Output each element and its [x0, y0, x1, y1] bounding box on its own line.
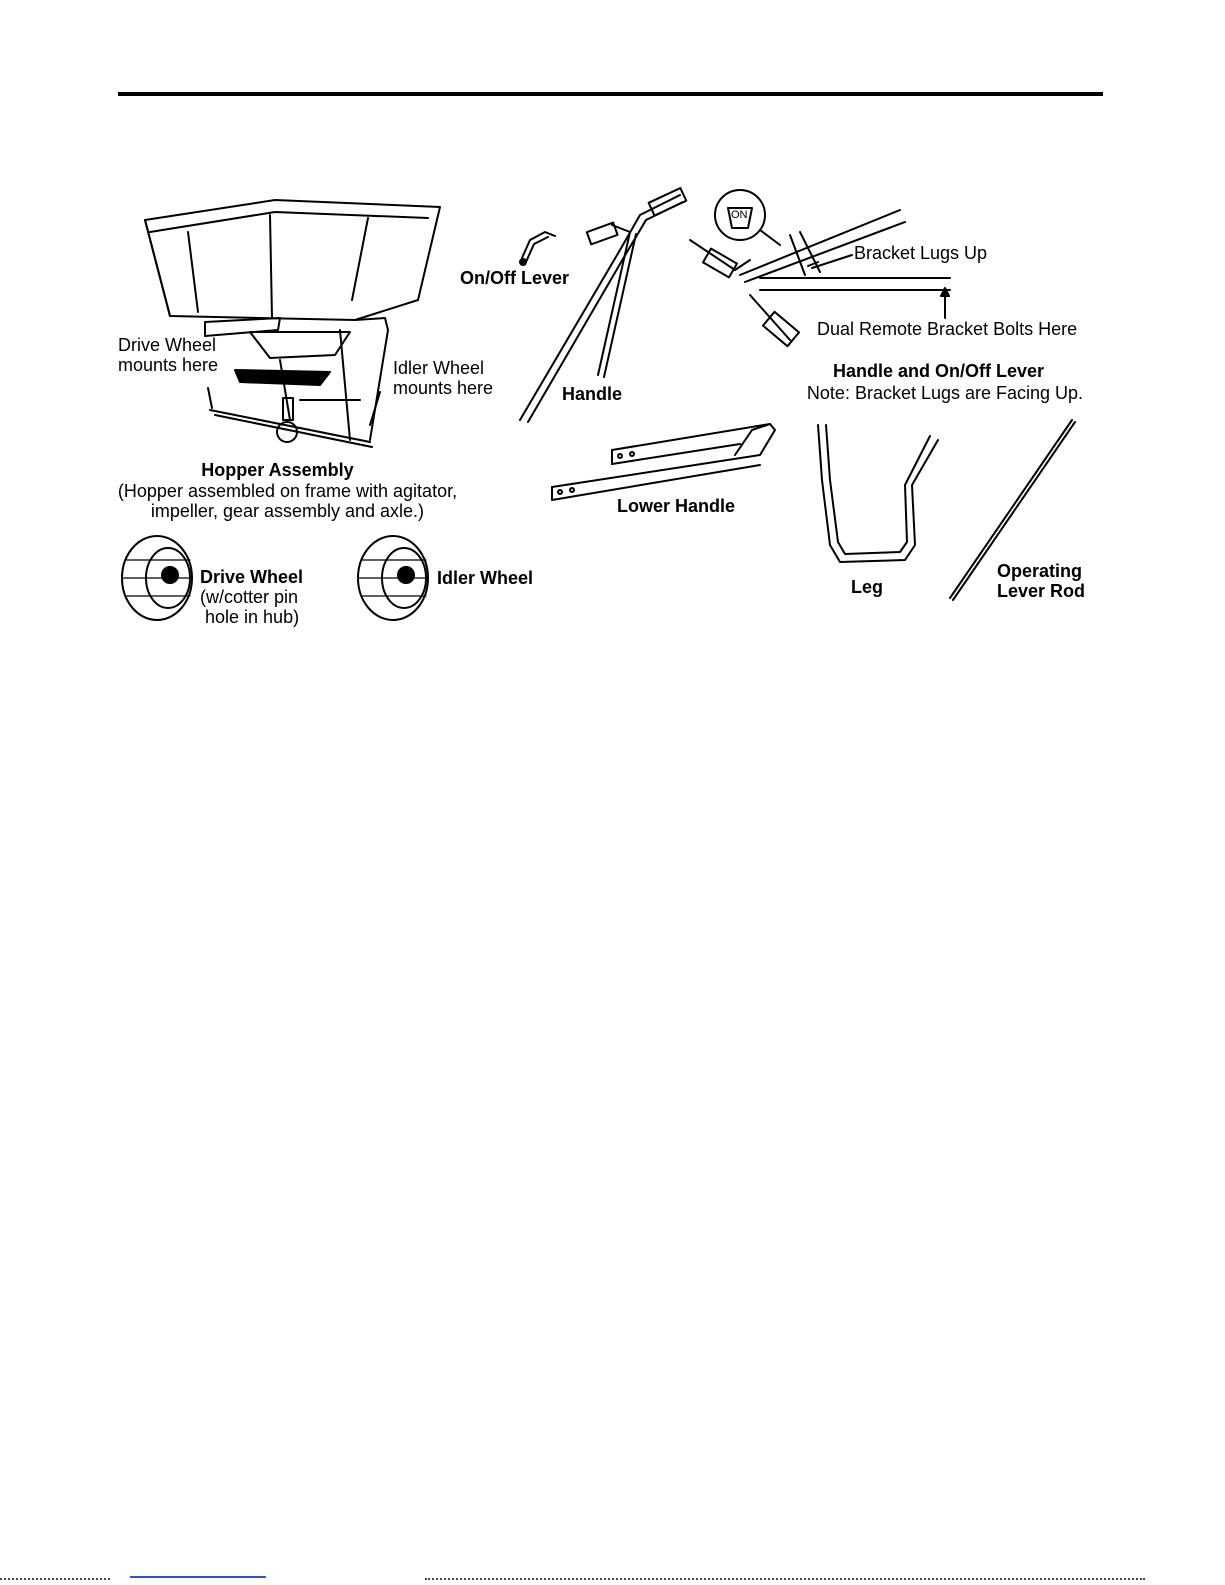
handle-detail-drawing	[689, 189, 951, 348]
drive-wheel-note-1: (w/cotter pin	[200, 587, 299, 607]
hopper-assembly-drawing	[144, 199, 441, 448]
lower-handle-label: Lower Handle	[617, 496, 736, 516]
idler-wheel-label: Idler Wheel	[437, 568, 534, 588]
onoff-lever-drawing	[519, 231, 556, 266]
footer-dotted-rule	[425, 1578, 1145, 1580]
drive-wheel-mounts-label-2: mounts here	[118, 355, 219, 375]
operating-lever-rod-drawing	[949, 419, 1076, 601]
idler-wheel-mounts-label-2: mounts here	[393, 378, 494, 398]
handle-onoff-note: Note: Bracket Lugs are Facing Up.	[806, 383, 1084, 403]
header-rule	[118, 92, 1103, 96]
hopper-assembly-desc-1: (Hopper assembled on frame with agitator…	[117, 481, 458, 501]
footer-link-underline	[130, 1576, 266, 1578]
onoff-lever-label: On/Off Lever	[460, 268, 570, 288]
drive-wheel-drawing	[121, 535, 193, 621]
dual-remote-bracket-label: Dual Remote Bracket Bolts Here	[817, 319, 1078, 339]
bracket-lugs-up-label: Bracket Lugs Up	[854, 243, 988, 263]
hopper-assembly-title: Hopper Assembly	[201, 460, 354, 480]
lower-handle-drawing	[551, 423, 776, 501]
operating-lever-rod-label-1: Operating	[997, 561, 1083, 581]
handle-drawing	[519, 187, 688, 423]
idler-wheel-drawing	[357, 535, 429, 621]
on-badge: ON	[731, 209, 748, 221]
idler-wheel-mounts-label-1: Idler Wheel	[393, 358, 485, 378]
drive-wheel-label: Drive Wheel	[200, 567, 304, 587]
leg-label: Leg	[851, 577, 884, 597]
operating-lever-rod-label-2: Lever Rod	[997, 581, 1086, 601]
handle-label: Handle	[562, 384, 623, 404]
leg-drawing	[817, 424, 939, 563]
drive-wheel-note-2: hole in hub)	[205, 607, 300, 627]
hopper-assembly-desc-2: impeller, gear assembly and axle.)	[150, 501, 425, 521]
footer-dotted-rule-left	[0, 1578, 110, 1580]
handle-onoff-title: Handle and On/Off Lever	[832, 361, 1045, 381]
drive-wheel-mounts-label-1: Drive Wheel	[118, 335, 217, 355]
